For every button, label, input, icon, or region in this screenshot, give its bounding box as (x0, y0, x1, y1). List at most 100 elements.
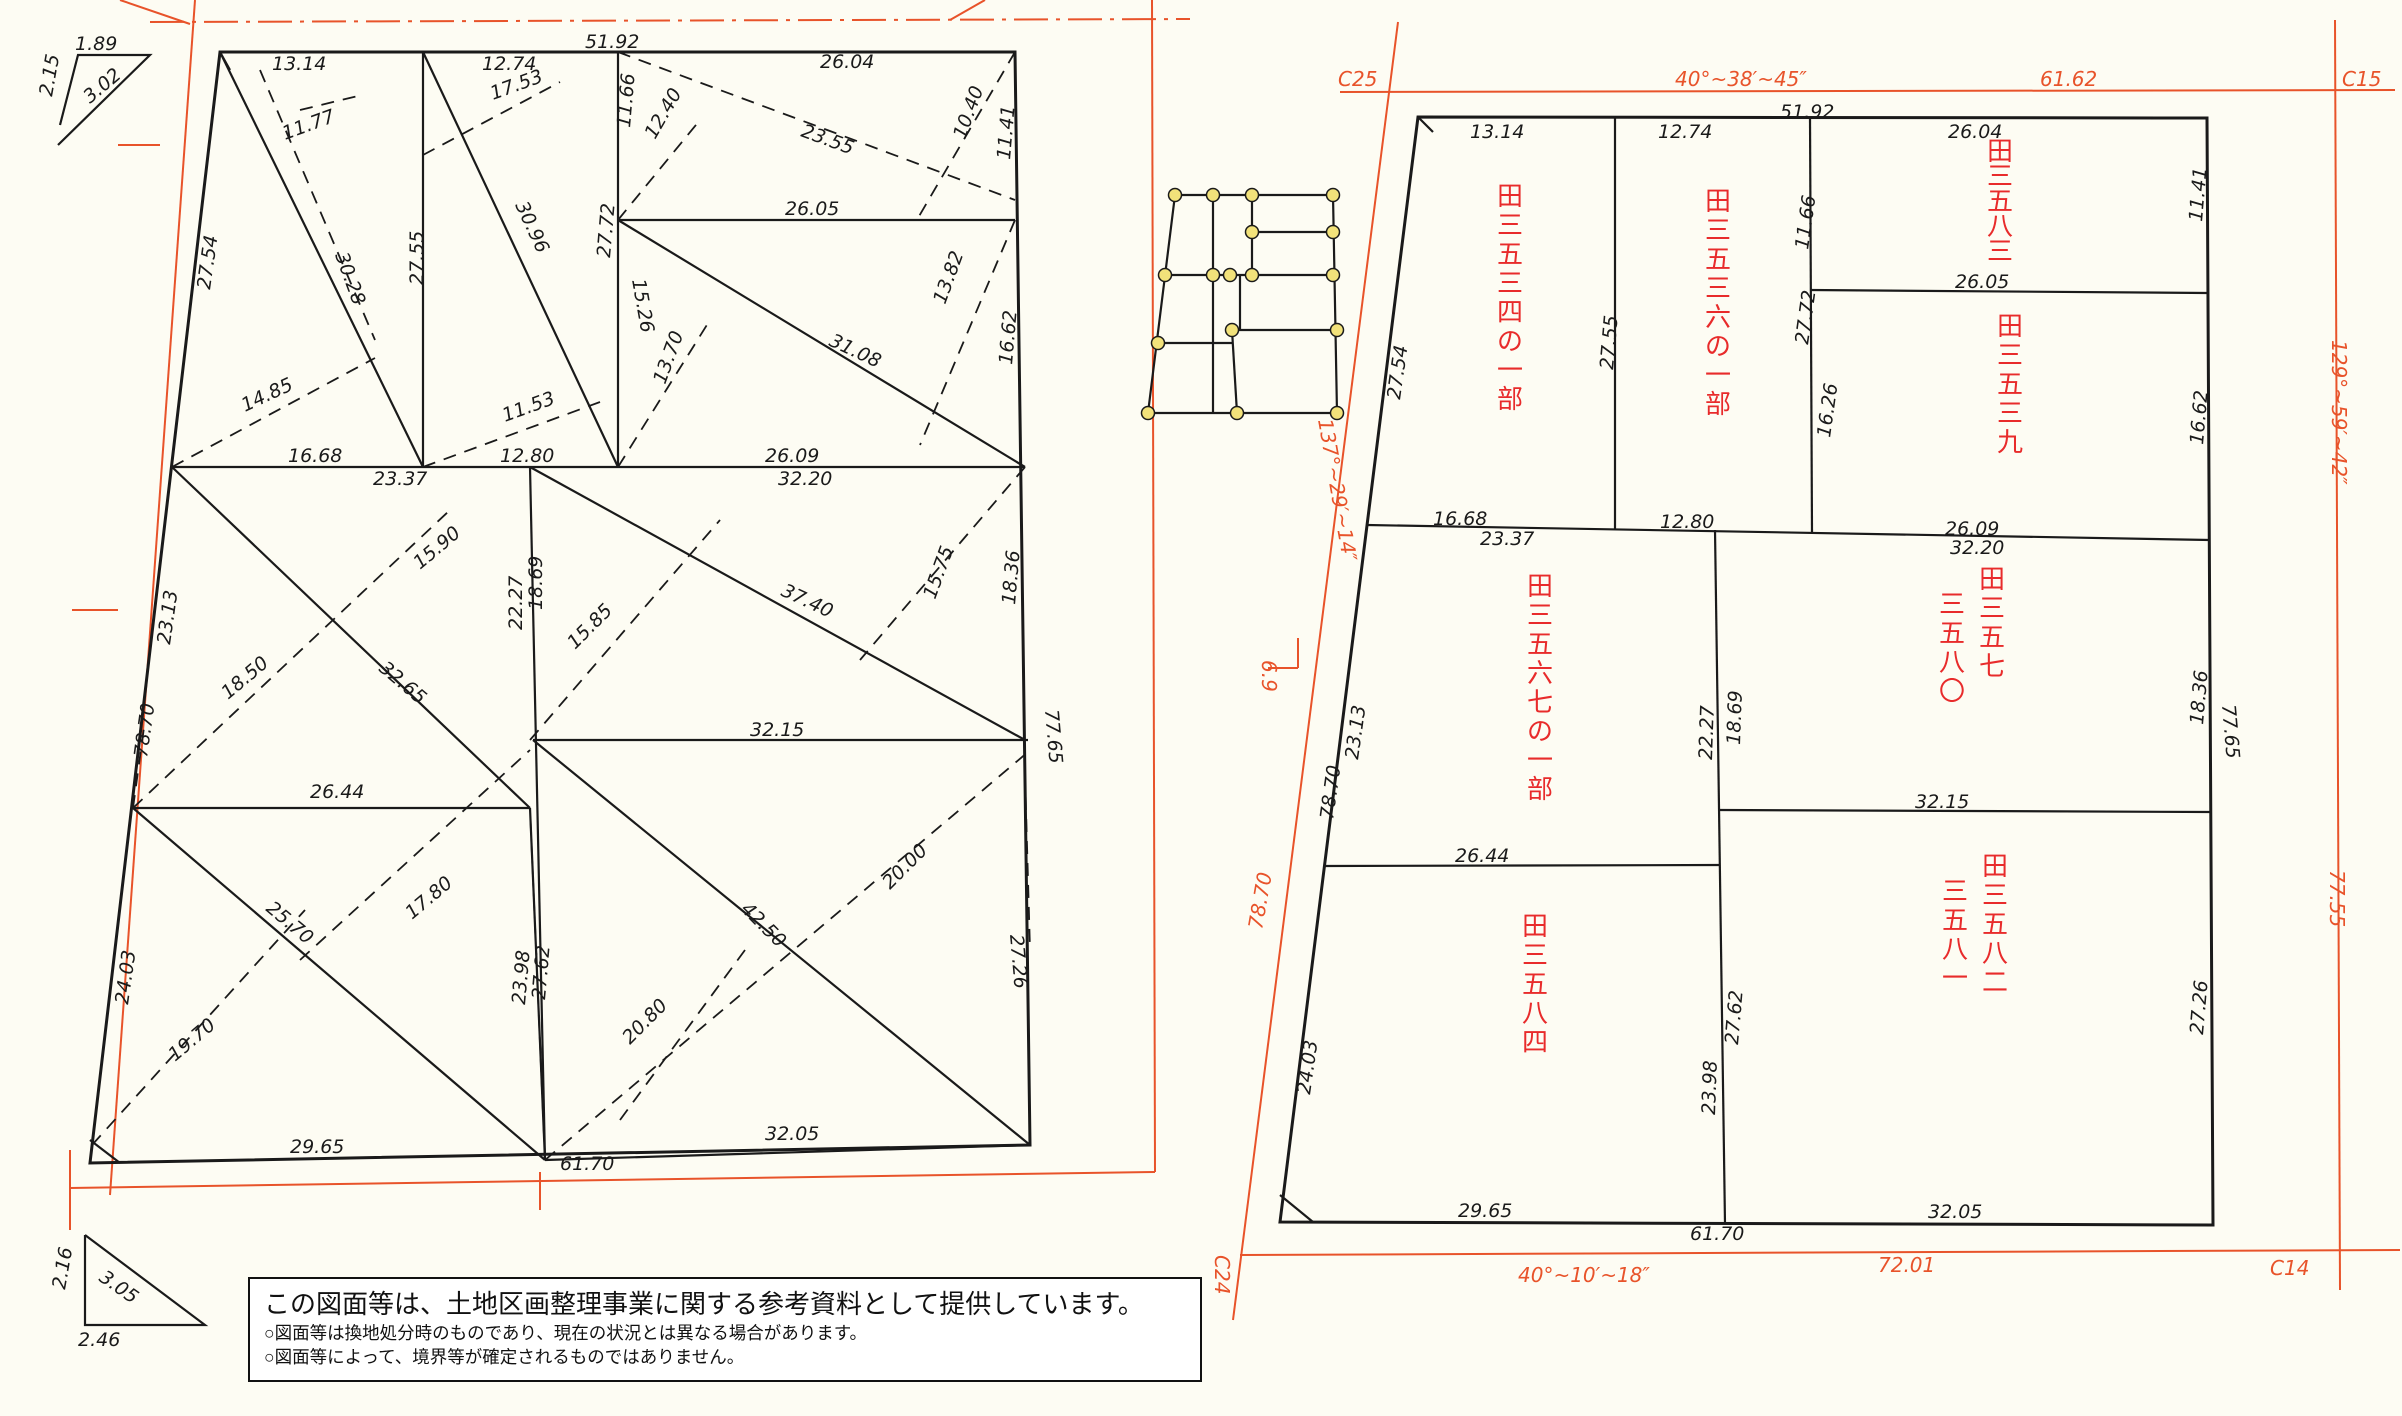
parcel-label-char: 三 (1497, 269, 1523, 299)
measurement: 15.75 (919, 543, 958, 602)
parcel-label-char: 三 (1997, 399, 2023, 429)
measurement: 29.65 (290, 1136, 344, 1158)
parcel-label-char: 五 (1997, 370, 2023, 400)
parcel-label-char: 部 (1497, 385, 1523, 415)
measurement: 20.80 (618, 995, 672, 1049)
measurement: 20.00 (878, 840, 932, 894)
measurement: 11.77 (279, 105, 338, 144)
measurement: 16.62 (2186, 389, 2213, 445)
parcel-label-char: 五 (1522, 970, 1548, 1000)
measurement: 32.20 (1950, 537, 2004, 559)
corner-triangle-top (57, 53, 153, 146)
parcel-labels: 田三五三四の一部田三五三六の一部田三五八三田三五三九田三五六七の一部田三五七三五… (1497, 137, 2023, 1058)
measurement: 26.44 (1455, 845, 1509, 867)
measurement: 32.15 (750, 719, 804, 741)
measurement: 22.27 (1695, 705, 1719, 760)
measurement: 61.70 (560, 1153, 614, 1175)
parcel-label-char: 三 (1942, 877, 1968, 907)
measurement: 16.26 (1813, 382, 1842, 439)
measurement: 32.20 (778, 468, 832, 490)
parcel-label-char: 六 (1527, 659, 1553, 689)
measurement: 15.26 (627, 277, 658, 334)
parcel-label-char: 三 (1497, 211, 1523, 241)
top-bearing: 40°~38′~45″ (1675, 67, 1807, 91)
location-key-map (1146, 193, 1339, 415)
left-bearing: 137°~29′~14″ (1313, 417, 1362, 564)
measurement: 23.98 (1698, 1060, 1722, 1115)
corner-label-c25: C25 (1338, 67, 1377, 91)
measurement: 12.40 (640, 84, 686, 142)
measurement: 27.26 (1005, 934, 1032, 990)
parcel-label-char: 二 (1982, 968, 2008, 998)
measurement: 77.65 (1040, 709, 1067, 765)
disclaimer-note-1: ○図面等は換地処分時のものであり、現在の状況とは異なる場合があります。 (264, 1323, 867, 1343)
measurement: 51.92 (585, 31, 639, 53)
parcel-label-char: 五 (1497, 240, 1523, 270)
location-key-nodes (1140, 187, 1345, 421)
left-red-boundary (69, 0, 1191, 1230)
parcel-label-char: 五 (1979, 623, 2005, 653)
parcel-label-char: 田 (1705, 187, 1731, 217)
measurement: 23.98 (508, 949, 535, 1005)
measurement: 32.05 (765, 1123, 819, 1145)
measurement: 12.74 (482, 53, 536, 75)
measurement: 27.62 (528, 944, 555, 1000)
measurement: 12.74 (1658, 121, 1712, 143)
parcel-label-char: 三 (1939, 590, 1965, 620)
parcel-label-char: 三 (1997, 341, 2023, 371)
measurement: 13.82 (929, 248, 968, 307)
parcel-label-char: 三 (1987, 237, 2013, 267)
measurement: 18.50 (217, 652, 273, 704)
measurement: 32.05 (1928, 1201, 1982, 1223)
parcel-label-char: 一 (1497, 356, 1523, 386)
measurement: 23.37 (373, 468, 427, 490)
parcel-label-char: 五 (1705, 245, 1731, 275)
measurement: 2.15 (35, 52, 64, 97)
measurement: 32.15 (1915, 791, 1969, 813)
measurement: 26.04 (820, 51, 874, 73)
measurement: 30.28 (330, 249, 369, 308)
parcel-label-char: 七 (1527, 688, 1553, 718)
measurement: 26.09 (765, 445, 819, 467)
disclaimer-note-2: ○図面等によって、境界等が確定されるものではありません。 (264, 1347, 745, 1367)
parcel-label-char: 五 (1939, 619, 1965, 649)
measurement: 11.41 (993, 104, 1020, 160)
corner-label-c14: C14 (2270, 1256, 2309, 1280)
measurement: 27.62 (1721, 989, 1748, 1045)
measurement: 18.69 (1723, 690, 1747, 745)
measurement: 11.66 (613, 72, 640, 128)
parcel-label-char: 三 (1527, 601, 1553, 631)
left-length: 78.70 (1243, 870, 1277, 931)
parcel-label-char: 八 (1942, 935, 1968, 965)
measurement: 15.90 (409, 522, 465, 574)
parcel-label-char: 七 (1979, 652, 2005, 682)
parcel-label-char: 九 (1997, 428, 2023, 458)
parcel-label-char: 部 (1705, 390, 1731, 420)
parcel-label-char: 田 (1987, 137, 2013, 167)
corner-label-c24: C24 (1210, 1255, 1234, 1294)
parcel-label-char: の (1705, 332, 1731, 362)
parcel-label-char: 四 (1522, 1028, 1548, 1058)
measurement: 2.16 (48, 1245, 77, 1290)
parcel-label-char: 五 (1987, 187, 2013, 217)
measurement: 22.27 (505, 576, 527, 630)
measurement: 61.70 (1690, 1223, 1744, 1245)
parcel-label-char: 三 (1522, 941, 1548, 971)
parcel-label-char: 田 (1997, 312, 2023, 342)
measurement: 26.05 (785, 198, 839, 220)
measurement: 11.66 (1791, 194, 1820, 251)
measurement: 30.96 (510, 198, 553, 257)
measurement: 26.44 (310, 781, 364, 803)
parcel-label-char: 一 (1527, 746, 1553, 776)
parcel-label-char: 一 (1705, 361, 1731, 391)
measurement: 14.85 (238, 374, 297, 417)
measurement: 51.92 (1780, 101, 1834, 123)
measurement: 29.65 (1458, 1200, 1512, 1222)
measurement: 31.08 (826, 330, 885, 373)
